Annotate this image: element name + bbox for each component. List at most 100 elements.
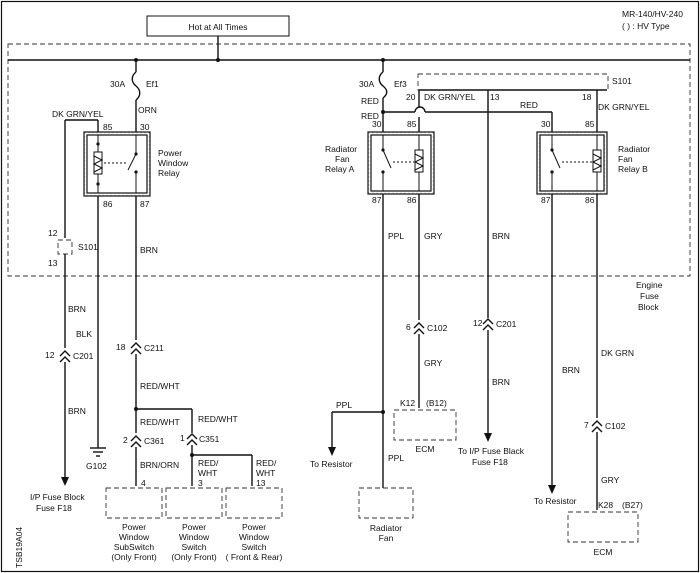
ecm-b-box	[567, 511, 639, 543]
relay-b-pin-87: 87	[541, 195, 551, 205]
s101-left-label: S101	[78, 242, 98, 252]
redwht-label-3: RED/WHT	[198, 414, 238, 424]
brn-label-s101: BRN	[492, 231, 510, 241]
redwht-split-label-1b: WHT	[198, 468, 217, 478]
s101-right-box	[417, 73, 609, 91]
engine-fuse-block-outline	[7, 43, 691, 277]
brn-label-left-2: BRN	[68, 406, 86, 416]
s101-pin-18: 18	[582, 92, 592, 102]
radiator-fan-relay-b-internals	[550, 135, 603, 191]
power-window-subswitch-box	[105, 487, 163, 519]
ef1-amp-label: 30A	[110, 79, 125, 89]
relay-pin-30: 30	[140, 122, 150, 132]
brn-label-s101-2: BRN	[492, 377, 510, 387]
c351-label: C351	[199, 434, 220, 444]
red-label-fan-1: RED	[361, 96, 379, 106]
radiator-fan-label-1: Radiator	[370, 523, 402, 533]
switch2-label-4: ( Front & Rear)	[226, 552, 283, 562]
c201-left-label: C201	[73, 351, 94, 361]
relay-a-label-1: Radiator	[325, 144, 357, 154]
s101-left-box	[57, 239, 73, 255]
to-ip-fuse-label-1: To I/P Fuse Black	[458, 446, 525, 456]
ip-fuse-arrow-icon	[61, 477, 69, 486]
red-label-fan-2: RED	[361, 111, 379, 121]
power-window-switch-front-rear-box	[225, 487, 283, 519]
switch1-label-2: Window	[179, 532, 210, 542]
sub-switch-pin: 4	[141, 478, 146, 488]
brn-label-87: BRN	[140, 245, 158, 255]
hot-at-all-times-label: Hot at All Times	[188, 22, 247, 32]
ppl-label-1: PPL	[388, 231, 404, 241]
ef3-fuse-icon	[378, 71, 388, 99]
c102-b-connector-icon	[591, 420, 603, 433]
c361-label: C361	[144, 436, 165, 446]
radiator-fan-relay-a-internals	[381, 135, 425, 191]
c201-left-connector-icon	[59, 350, 71, 363]
c201-left-pin: 12	[45, 350, 55, 360]
ecm-a-box	[393, 409, 457, 441]
switch2-label-2: Window	[239, 532, 270, 542]
c102-b-pin: 7	[584, 420, 589, 430]
c102-a-pin: 6	[406, 322, 411, 332]
relay-a-pin-87: 87	[372, 195, 382, 205]
g102-label: G102	[86, 461, 107, 471]
relay-pin-87: 87	[140, 199, 150, 209]
ef1-id-label: Ef1	[146, 79, 159, 89]
engine-fuse-block-label-3: Block	[638, 302, 660, 312]
c361-pin: 2	[123, 435, 128, 445]
gry-label-a-2: GRY	[424, 358, 443, 368]
power-window-relay-label-1: Power	[158, 148, 182, 158]
dkgrn-label: DK GRN	[601, 348, 634, 358]
switch2-label-3: Switch	[241, 542, 266, 552]
power-window-switch-front-box	[165, 487, 223, 519]
hv-type-note: ( ) : HV Type	[622, 21, 670, 31]
gry-label-b: GRY	[601, 475, 620, 485]
switch2-pin: 13	[256, 478, 266, 488]
redwht-split-label-1a: RED/	[198, 458, 219, 468]
ip-fuse-block-label-2: Fuse F18	[36, 503, 72, 513]
ppl-label-3: PPL	[388, 453, 404, 463]
ecm-b-pin-hv: (B27)	[622, 500, 643, 510]
ecm-b-pin: K28	[598, 500, 613, 510]
relay-a-label-2: Fan	[335, 154, 350, 164]
ef3-id-label: Ef3	[394, 79, 407, 89]
s101-right-label: S101	[612, 76, 632, 86]
c211-connector-icon	[130, 342, 142, 355]
bus-junction-dot	[216, 58, 220, 62]
c102-a-connector-icon	[413, 322, 425, 335]
c102-b-label: C102	[605, 421, 626, 431]
relay-b-label-2: Fan	[618, 154, 633, 164]
relay-b-label-3: Relay B	[618, 164, 648, 174]
dkgrnyel-label-fan-a: DK GRN/YEL	[424, 92, 476, 102]
brn-label-left: BRN	[68, 304, 86, 314]
c201-right-pin: 12	[473, 318, 483, 328]
blk-label: BLK	[76, 329, 92, 339]
subswitch-label-4: (Only Front)	[111, 552, 157, 562]
redwht-label-2: RED/WHT	[140, 417, 180, 427]
ip-fuse-block-label-1: I/P Fuse Block	[30, 492, 85, 502]
brnorn-label: BRN/ORN	[140, 460, 179, 470]
gry-label-a-1: GRY	[424, 231, 443, 241]
radiator-fan-box	[358, 487, 414, 519]
ecm-a-pin-hv: (B12)	[426, 398, 447, 408]
ecm-a-pin: K12	[400, 398, 415, 408]
to-ip-fuse-arrow-icon	[484, 433, 492, 442]
to-resistor-label-1: To Resistor	[310, 459, 353, 469]
relay-pin-85: 85	[103, 122, 113, 132]
s101-pin-13: 13	[48, 258, 58, 268]
red-label-relay-b: RED	[520, 100, 538, 110]
s101-pin-12: 12	[48, 228, 58, 238]
ecm-a-label: ECM	[416, 444, 435, 454]
c201-right-label: C201	[496, 319, 517, 329]
relay-a-pin-86: 86	[407, 195, 417, 205]
c201-right-connector-icon	[482, 318, 494, 331]
c211-pin: 18	[116, 342, 126, 352]
relay-a-label-3: Relay A	[325, 164, 355, 174]
engine-fuse-block-label-1: Engine	[636, 280, 663, 290]
power-window-relay-label-3: Relay	[158, 168, 180, 178]
subswitch-label-2: Window	[119, 532, 150, 542]
engine-fuse-block-label-2: Fuse	[640, 291, 659, 301]
power-window-relay-internals	[92, 135, 138, 193]
